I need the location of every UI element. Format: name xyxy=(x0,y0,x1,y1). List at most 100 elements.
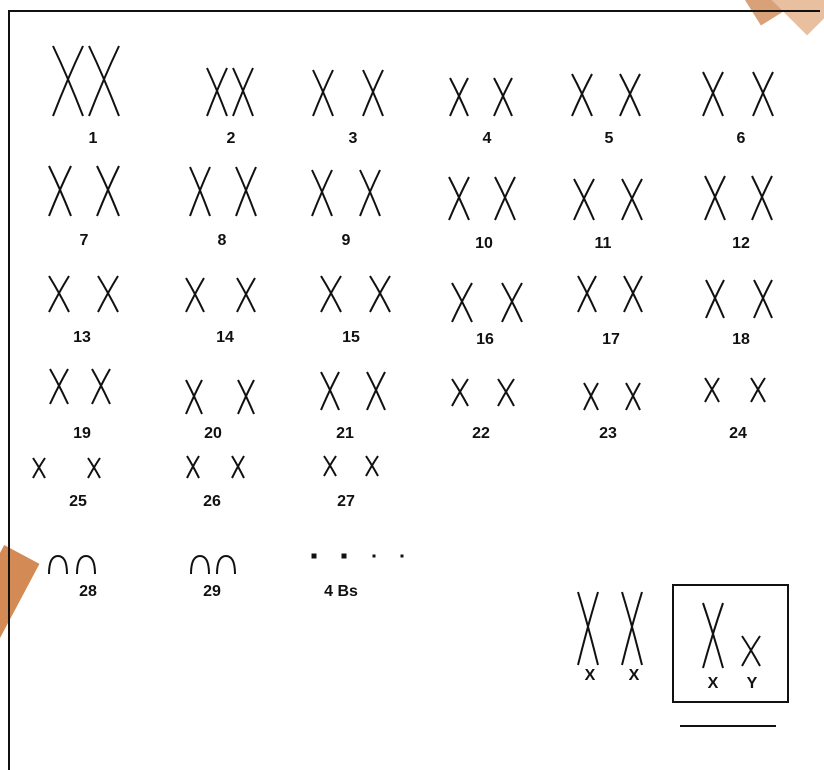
chromosome-label-11: 11 xyxy=(595,235,612,252)
chromosome-label-18: 18 xyxy=(732,331,750,348)
chromosome-label-4: 4 xyxy=(483,130,492,147)
chromosome-label-7: 7 xyxy=(80,232,89,249)
chromosome-13-a xyxy=(49,276,69,312)
male-x-label: X xyxy=(708,675,719,692)
chromosome-9-b xyxy=(360,170,380,216)
chromosome-2-a xyxy=(207,68,227,116)
chromosome-19-a xyxy=(50,369,68,404)
chromosome-12-b xyxy=(752,176,772,220)
chromosome-22-a xyxy=(452,379,468,406)
b-chromosome xyxy=(342,554,347,559)
chromosome-7-a xyxy=(49,166,71,216)
chromosome-16-b xyxy=(502,283,522,322)
chromosome-label-14: 14 xyxy=(216,329,234,346)
chromosome-label-26: 26 xyxy=(203,493,221,510)
chromosome-8-b xyxy=(236,167,256,216)
chromosome-14-b xyxy=(237,278,255,312)
chromosome-3-a xyxy=(313,70,333,116)
chromosome-19-b xyxy=(92,369,110,404)
chromosome-4-a xyxy=(450,78,468,116)
chromosome-label-24: 24 xyxy=(729,425,747,442)
chromosome-26-b xyxy=(232,456,244,478)
chromosome-15-b xyxy=(370,276,390,312)
chromosome-label-16: 16 xyxy=(476,331,494,348)
chromosome-25-b xyxy=(88,458,100,478)
chromosome-17-a xyxy=(578,276,596,312)
chromosome-27-a xyxy=(324,456,336,476)
chromosome-10-a xyxy=(449,177,469,220)
b-chromosomes-label: 4 Bs xyxy=(324,583,358,600)
chromosome-12-a xyxy=(705,176,725,220)
female-x-chromosome-1 xyxy=(578,592,598,665)
chromosome-14-a xyxy=(186,278,204,312)
chromosome-16-a xyxy=(452,283,472,322)
chromosome-15-a xyxy=(321,276,341,312)
chromosome-label-23: 23 xyxy=(599,425,617,442)
b-chromosome xyxy=(312,554,317,559)
chromosome-6-a xyxy=(703,72,723,116)
chromosome-21-b xyxy=(367,372,385,410)
chromosome-label-8: 8 xyxy=(218,232,227,249)
chromosome-18-b xyxy=(754,280,772,318)
chromosome-20-b xyxy=(238,380,254,414)
chromosome-23-b xyxy=(626,383,640,410)
chromosome-22-b xyxy=(498,379,514,406)
chromosome-label-5: 5 xyxy=(605,130,614,147)
chromosome-24-b xyxy=(751,378,765,402)
chromosome-29-a xyxy=(191,556,209,574)
female-x-label-1: X xyxy=(585,667,596,684)
chromosome-7-b xyxy=(97,166,119,216)
chromosome-label-13: 13 xyxy=(73,329,91,346)
chromosome-label-2: 2 xyxy=(227,130,236,147)
chromosome-3-b xyxy=(363,70,383,116)
chromosome-label-3: 3 xyxy=(349,130,358,147)
chromosome-13-b xyxy=(98,276,118,312)
chromosome-21-a xyxy=(321,372,339,410)
chromosome-label-1: 1 xyxy=(89,130,98,147)
chromosome-23-a xyxy=(584,383,598,410)
chromosome-29-b xyxy=(217,556,235,574)
chromosome-17-b xyxy=(624,276,642,312)
female-x-chromosome-2 xyxy=(622,592,642,665)
male-y-chromosome xyxy=(742,636,760,666)
chromosome-2-b xyxy=(233,68,253,116)
chromosome-1-a xyxy=(53,46,83,116)
chromosome-9-a xyxy=(312,170,332,216)
chromosome-label-12: 12 xyxy=(732,235,750,252)
chromosome-26-a xyxy=(187,456,199,478)
b-chromosome xyxy=(401,555,404,558)
chromosome-1-b xyxy=(89,46,119,116)
chromosome-6-b xyxy=(753,72,773,116)
chromosome-27-b xyxy=(366,456,378,476)
chromosome-28-b xyxy=(77,556,95,574)
chromosome-5-b xyxy=(620,74,640,116)
chromosome-label-21: 21 xyxy=(336,425,354,442)
chromosome-label-27: 27 xyxy=(337,493,355,510)
chromosome-label-25: 25 xyxy=(69,493,87,510)
chromosome-label-9: 9 xyxy=(342,232,351,249)
chromosome-25-a xyxy=(33,458,45,478)
chromosome-label-6: 6 xyxy=(737,130,746,147)
male-y-label: Y xyxy=(747,675,758,692)
female-x-label-2: X xyxy=(629,667,640,684)
chromosome-10-b xyxy=(495,177,515,220)
male-x-chromosome xyxy=(703,603,723,668)
male-sex-chromosome-box xyxy=(673,585,788,702)
chromosome-label-10: 10 xyxy=(475,235,493,252)
chromosome-label-28: 28 xyxy=(79,583,97,600)
chromosome-8-a xyxy=(190,167,210,216)
chromosome-4-b xyxy=(494,78,512,116)
chromosome-label-17: 17 xyxy=(602,331,620,348)
chromosome-20-a xyxy=(186,380,202,414)
chromosome-28-a xyxy=(49,556,67,574)
chromosome-label-20: 20 xyxy=(204,425,222,442)
b-chromosome xyxy=(373,555,376,558)
chromosome-5-a xyxy=(572,74,592,116)
chromosome-label-22: 22 xyxy=(472,425,490,442)
chromosome-24-a xyxy=(705,378,719,402)
chromosome-11-a xyxy=(574,179,594,220)
chromosome-11-b xyxy=(622,179,642,220)
chromosome-label-19: 19 xyxy=(73,425,91,442)
chromosome-label-29: 29 xyxy=(203,583,221,600)
